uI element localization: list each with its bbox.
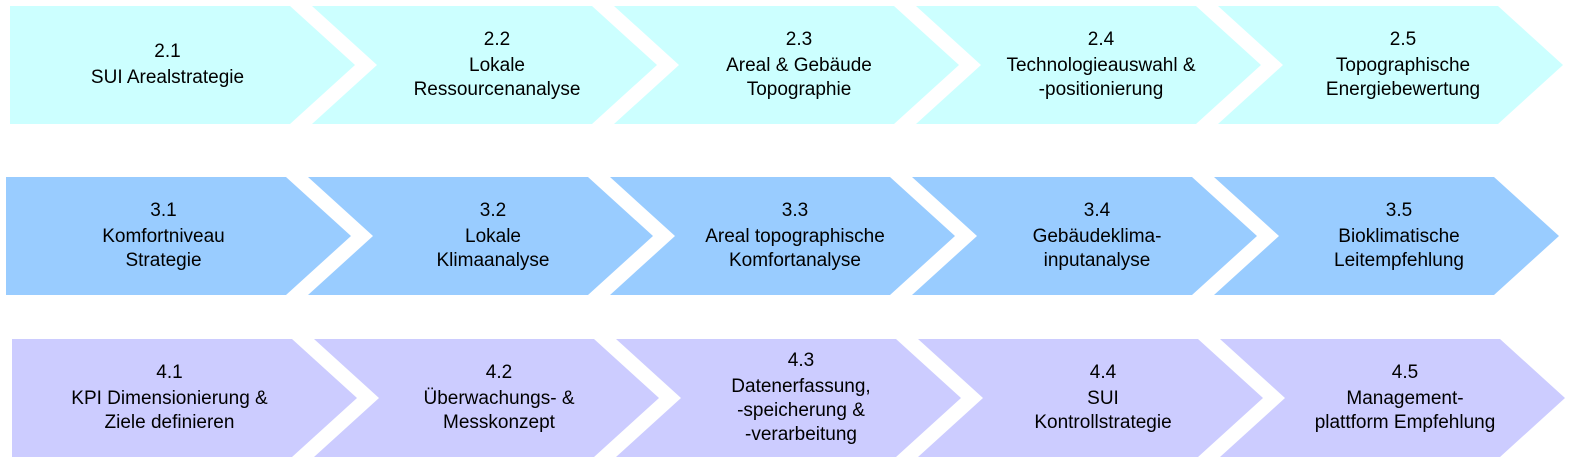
- chevron-shape: [918, 339, 1263, 457]
- step-label: Areal & Gebäude Topographie: [726, 55, 872, 100]
- step-number: 2.4: [1087, 29, 1115, 50]
- step-number: 4.1: [156, 362, 183, 383]
- chevron-arrow: [610, 177, 955, 295]
- step-number: 4.4: [1089, 362, 1117, 383]
- chevron-arrow: [308, 177, 653, 295]
- chevron-shape: [610, 177, 955, 295]
- chevron-shape: [616, 339, 961, 457]
- chevron-arrow: [6, 177, 351, 295]
- chevron-shape: [314, 339, 659, 457]
- chevron-arrow: [10, 6, 355, 124]
- step-number: 3.2: [479, 200, 507, 221]
- step-label: Überwachungs- & Messkonzept: [423, 388, 575, 433]
- chevron-shape: [1214, 177, 1559, 295]
- step-label: Lokale Ressourcenanalyse: [413, 55, 581, 100]
- step-number: 4.5: [1391, 362, 1419, 383]
- step-label: Gebäudeklima- inputanalyse: [1032, 226, 1162, 271]
- step-number: 3.3: [781, 200, 809, 221]
- chevron-arrow: [1218, 6, 1563, 124]
- step-label: Lokale Klimaanalyse: [436, 226, 550, 271]
- step-number: 3.4: [1083, 200, 1111, 221]
- step-label: Management- plattform Empfehlung: [1314, 388, 1496, 433]
- chevron-arrow: [918, 339, 1263, 457]
- chevron-arrow: [312, 6, 657, 124]
- chevron-shape: [308, 177, 653, 295]
- chevron-arrow: [12, 339, 357, 457]
- chevron-shape: [614, 6, 959, 124]
- step-label: SUI Arealstrategie: [90, 67, 245, 88]
- chevron-arrow: [614, 6, 959, 124]
- step-label: Topographische Energiebewertung: [1325, 55, 1481, 100]
- chevron-shape: [916, 6, 1261, 124]
- chevron-shape: [6, 177, 351, 295]
- step-number: 2.3: [785, 29, 813, 50]
- chevron-arrow: [1220, 339, 1565, 457]
- step-label: SUI Kontrollstrategie: [1034, 388, 1172, 433]
- chevron-arrow: [916, 6, 1261, 124]
- step-label: Datenerfassung, -speicherung & -verarbei…: [731, 376, 871, 445]
- chevron-arrow: [314, 339, 659, 457]
- step-label: Areal topographische Komfortanalyse: [705, 226, 885, 271]
- step-label: Bioklimatische Leitempfehlung: [1334, 226, 1464, 271]
- step-number: 4.2: [485, 362, 513, 383]
- chevron-shape: [10, 6, 355, 124]
- step-number: 2.2: [483, 29, 511, 50]
- chevron-arrow: [1214, 177, 1559, 295]
- chevron-arrow: [616, 339, 961, 457]
- step-number: 3.1: [150, 200, 177, 221]
- chevron-shape: [312, 6, 657, 124]
- step-number: 2.5: [1389, 29, 1417, 50]
- chevron-arrow: [912, 177, 1257, 295]
- chevron-shape: [912, 177, 1257, 295]
- step-label: Komfortniveau Strategie: [102, 226, 225, 271]
- step-number: 4.3: [787, 350, 815, 371]
- chevron-shape: [1218, 6, 1563, 124]
- step-label: Technologieauswahl & -positionierung: [1006, 55, 1196, 100]
- step-number: 3.5: [1385, 200, 1413, 221]
- step-label: KPI Dimensionierung & Ziele definieren: [71, 388, 268, 433]
- chevron-shape: [1220, 339, 1565, 457]
- chevron-shape: [12, 339, 357, 457]
- step-number: 2.1: [154, 41, 181, 62]
